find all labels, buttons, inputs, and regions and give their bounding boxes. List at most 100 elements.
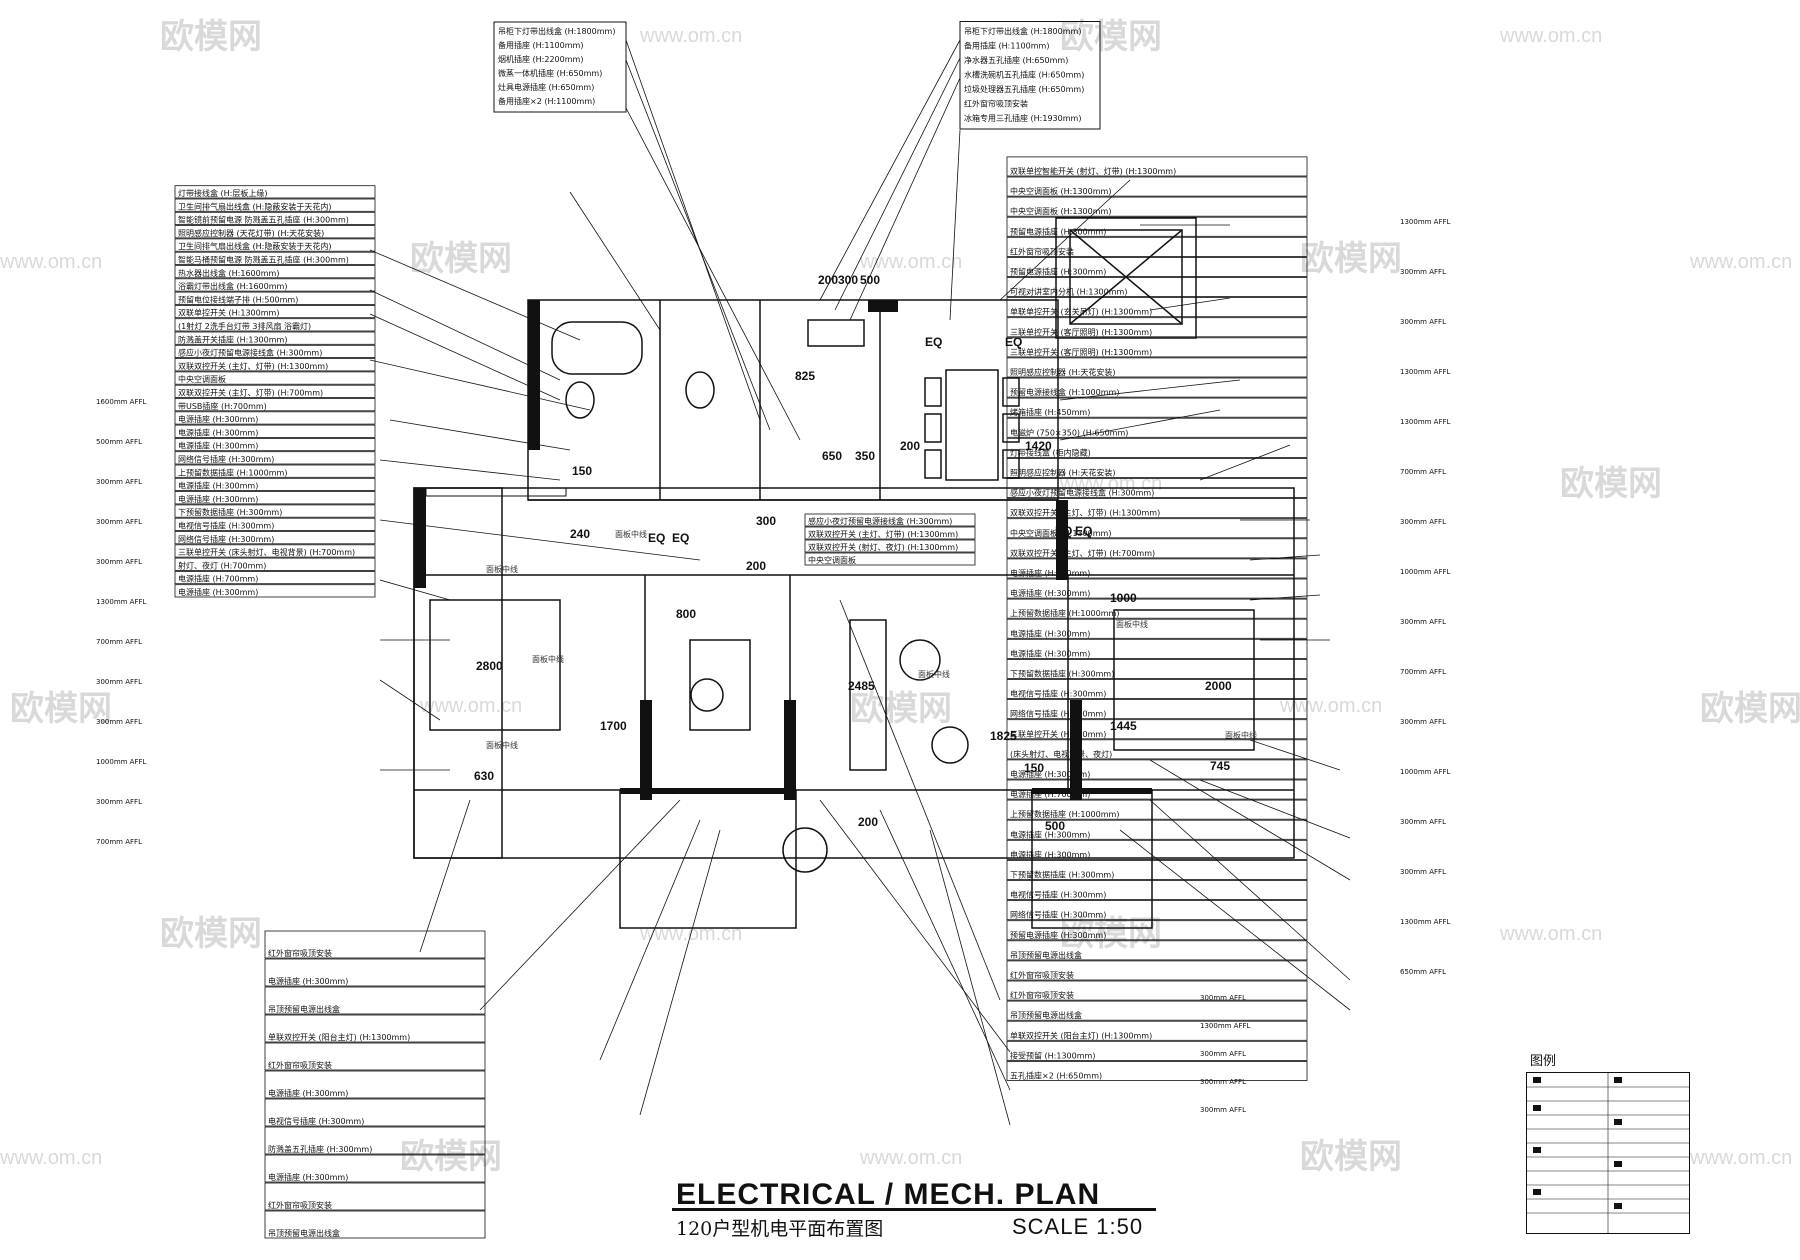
callout-label: 网络信号插座 (H:300mm)	[178, 534, 274, 544]
callout-box	[174, 278, 376, 292]
watermark-url: www.om.cn	[1499, 25, 1602, 47]
dimension: EQ	[1005, 335, 1022, 349]
callout-box	[174, 451, 376, 465]
dimension: 1445	[1110, 719, 1137, 733]
callout-label: 电视信号插座 (H:300mm)	[268, 1116, 364, 1126]
callout-label: 照明感应控制器 (H:天花安装)	[1010, 468, 1116, 478]
watermark-brand: 欧模网	[1300, 1137, 1402, 1177]
callout-box	[804, 552, 976, 566]
callout-label: 电源插座 (H:700mm)	[178, 574, 258, 584]
callout-box	[1006, 900, 1308, 921]
callout-label: 电源插座 (H:300mm)	[1010, 849, 1090, 859]
dimension: 1700	[600, 719, 627, 733]
dimension: 240	[570, 527, 590, 541]
callout-label: 预留电源插座 (H:300mm)	[1010, 226, 1106, 236]
dimension: 150	[572, 464, 592, 478]
watermark-brand: 欧模网	[1060, 17, 1162, 57]
dimension: EQ	[672, 531, 689, 545]
dining-table	[945, 369, 999, 481]
callout-box	[174, 331, 376, 345]
callout-box	[174, 544, 376, 558]
dimension: EQ	[648, 531, 665, 545]
callout-label: 电源插座 (H:300mm)	[1010, 829, 1090, 839]
desk	[689, 639, 751, 731]
callout-label: 网络信号插座 (H:300mm)	[1010, 910, 1106, 920]
dimension: 300	[838, 273, 858, 287]
dimension: EQ	[925, 335, 942, 349]
callouts-left: 灯带接线盒 (H:层板上缘)卫生间排气扇出线盒 (H:隐蔽安装于天花内)智能镜前…	[174, 185, 376, 598]
callout-box	[1006, 679, 1308, 700]
callout-box	[1006, 618, 1308, 639]
dimension: 2000	[1205, 679, 1232, 693]
callout-box	[1006, 819, 1308, 840]
height-tag: 1300mm AFFL	[96, 598, 147, 606]
watermark-url: www.om.cn	[419, 695, 522, 717]
callout-box	[174, 424, 376, 438]
callout-box	[1006, 558, 1308, 579]
callout-box	[174, 304, 376, 319]
callout-label: 电源插座 (H:300mm)	[268, 1172, 348, 1182]
callout-label: 单联双控开关 (阳台主灯) (H:1300mm)	[1010, 1030, 1152, 1040]
height-tag: 650mm AFFL	[1400, 968, 1446, 976]
callout-box	[1006, 357, 1308, 378]
callout-box	[174, 531, 376, 545]
callout-label: 上预留数据插座 (H:1000mm)	[1010, 809, 1119, 819]
watermark-brand: 欧模网	[850, 689, 952, 729]
callout-box	[1006, 659, 1308, 679]
callouts-top-left: 吊柜下灯带出线盒 (H:1800mm)备用插座 (H:1100mm)烟机插座 (…	[493, 21, 627, 113]
callout-label: 红外窗帘吸顶安装	[268, 1200, 332, 1210]
height-tag: 300mm AFFL	[1200, 1106, 1246, 1114]
dimension: 150	[1024, 761, 1044, 775]
callout-box	[1006, 417, 1308, 438]
callout-label: 烤箱插座 (H:450mm)	[1010, 407, 1090, 417]
callout-label: 中央空调面板	[178, 374, 226, 384]
height-tag: 300mm AFFL	[96, 478, 142, 486]
callout-label: 射灯、夜灯 (H:700mm)	[178, 560, 266, 570]
callout-box	[174, 517, 376, 531]
callout-box	[1006, 638, 1308, 659]
callout-box	[1006, 377, 1308, 398]
watermark-url: www.om.cn	[1279, 695, 1382, 717]
elevator-box	[1069, 229, 1183, 325]
callout-label: 电源插座 (H:300mm)	[178, 481, 258, 491]
callouts-top-right: 吊柜下灯带出线盒 (H:1800mm)备用插座 (H:1100mm)净水器五孔插…	[959, 21, 1101, 130]
callout-label: 红外窗帘吸顶安装	[1010, 990, 1074, 1000]
callout-label: 吊顶预留电源出线盒	[1010, 950, 1082, 960]
callout-box	[1006, 397, 1308, 418]
callout-box	[1006, 920, 1308, 941]
callout-box	[1006, 236, 1308, 257]
bed-right	[1113, 609, 1255, 751]
callout-box	[264, 986, 486, 1015]
callout-box	[174, 584, 376, 598]
watermark-url: www.om.cn	[1689, 251, 1792, 273]
height-tag: 300mm AFFL	[96, 678, 142, 686]
callout-label: 电视信号插座 (H:300mm)	[1010, 890, 1106, 900]
callout-label: 接受预留 (H:1300mm)	[1010, 1050, 1095, 1060]
callout-box	[959, 21, 1101, 130]
callout-label: 带USB插座 (H:700mm)	[178, 401, 267, 411]
callout-box	[1006, 1000, 1308, 1021]
callout-box	[174, 398, 376, 412]
callout-label: 微蒸一体机插座 (H:650mm)	[498, 68, 602, 78]
callout-box	[174, 318, 376, 332]
dimension: 825	[795, 369, 815, 383]
watermark-url: www.om.cn	[859, 251, 962, 273]
callout-box	[1006, 478, 1308, 499]
callout-label: 电源插座 (H:300mm)	[268, 976, 348, 986]
dimension: 500	[860, 273, 880, 287]
callout-label: 双联双控开关 (主灯、灯带) (H:1300mm)	[1010, 508, 1160, 518]
callout-label: 感应小夜灯预留电源接线盒 (H:300mm)	[178, 348, 322, 358]
callout-label: 单联双控开关 (阳台主灯) (H:1300mm)	[268, 1032, 410, 1042]
height-tag: 300mm AFFL	[1400, 318, 1446, 326]
callout-box	[264, 1070, 486, 1099]
callout-box	[264, 1182, 486, 1211]
callout-box	[1006, 538, 1308, 559]
callout-label: 卫生间排气扇出线盒 (H:隐蔽安装于天花内)	[178, 241, 332, 251]
callout-label: 可视对讲室内分机 (H:1300mm)	[1010, 287, 1127, 297]
height-tag: 700mm AFFL	[96, 638, 142, 646]
callout-box	[1006, 578, 1308, 599]
callout-box	[264, 1042, 486, 1071]
